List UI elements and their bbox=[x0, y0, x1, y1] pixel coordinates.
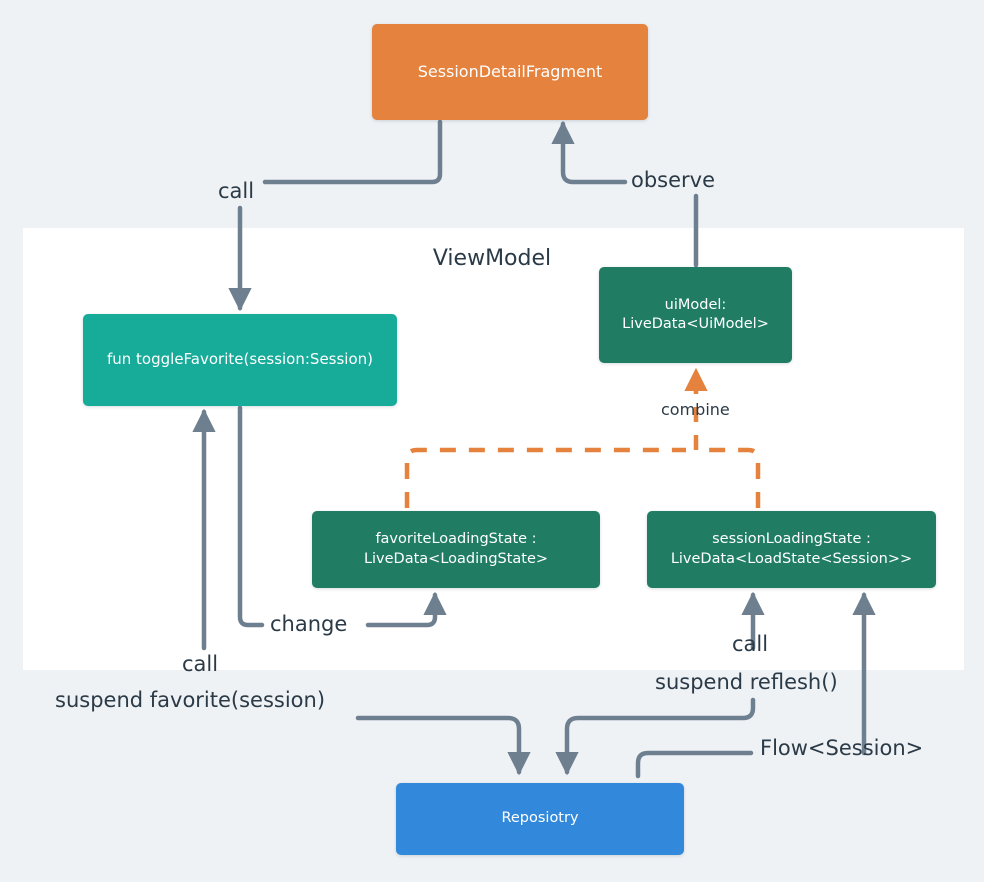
node-repository[interactable]: Reposiotry bbox=[396, 783, 684, 855]
edge-change-arrow bbox=[365, 591, 447, 628]
edge-label-combine: combine bbox=[661, 400, 730, 419]
node-favorite-loading-state[interactable]: favoriteLoadingState : LiveData<LoadingS… bbox=[312, 511, 600, 588]
node-session-detail-fragment-label: SessionDetailFragment bbox=[417, 62, 603, 82]
node-session-loading-state-line2: LiveData<LoadState<Session>> bbox=[670, 550, 913, 567]
node-favorite-loading-state-line1: favoriteLoadingState : bbox=[375, 531, 537, 548]
edge-label-suspend-reflesh: suspend reflesh() bbox=[655, 670, 838, 694]
edge-call-fragment-to-toggle bbox=[262, 119, 443, 185]
edge-combine-bracket-right bbox=[706, 447, 761, 508]
edge-label-suspend-favorite: suspend favorite(session) bbox=[55, 688, 326, 712]
viewmodel-panel bbox=[23, 228, 964, 670]
node-session-loading-state-line1: sessionLoadingState : bbox=[712, 531, 871, 548]
edge-combine-bracket-left bbox=[404, 447, 686, 508]
node-toggle-favorite[interactable]: fun toggleFavorite(session:Session) bbox=[83, 314, 397, 406]
node-ui-model-line1: uiModel: bbox=[664, 296, 727, 313]
edge-label-call-fragment-to-toggle: call bbox=[218, 179, 255, 203]
node-toggle-favorite-label: fun toggleFavorite(session:Session) bbox=[106, 350, 373, 369]
edge-change-toggle-to-favorite-state bbox=[237, 405, 265, 628]
edge-label-call-repo-to-session-state: call bbox=[732, 632, 769, 656]
edge-label-call-repo-to-toggle: call bbox=[182, 652, 219, 676]
node-ui-model-line2: LiveData<UiModel> bbox=[622, 316, 769, 332]
edge-suspend-favorite-to-repo bbox=[355, 715, 531, 776]
node-repository-label: Reposiotry bbox=[501, 810, 579, 827]
edge-label-flow-session: Flow<Session> bbox=[760, 736, 924, 760]
edge-label-observe: observe bbox=[631, 168, 716, 192]
node-ui-model[interactable]: uiModel: LiveData<UiModel> bbox=[599, 267, 792, 363]
edge-observe-to-fragment-arrow bbox=[551, 120, 628, 185]
viewmodel-title: ViewModel bbox=[432, 246, 552, 271]
node-session-loading-state[interactable]: sessionLoadingState : LiveData<LoadState… bbox=[647, 511, 936, 588]
edge-flow-session-to-session-state bbox=[635, 750, 754, 779]
node-session-detail-fragment[interactable]: SessionDetailFragment bbox=[372, 24, 648, 120]
node-favorite-loading-state-line2: LiveData<LoadingState> bbox=[363, 550, 549, 567]
edge-suspend-reflesh-to-repo bbox=[555, 697, 756, 776]
edge-label-change: change bbox=[270, 612, 348, 636]
